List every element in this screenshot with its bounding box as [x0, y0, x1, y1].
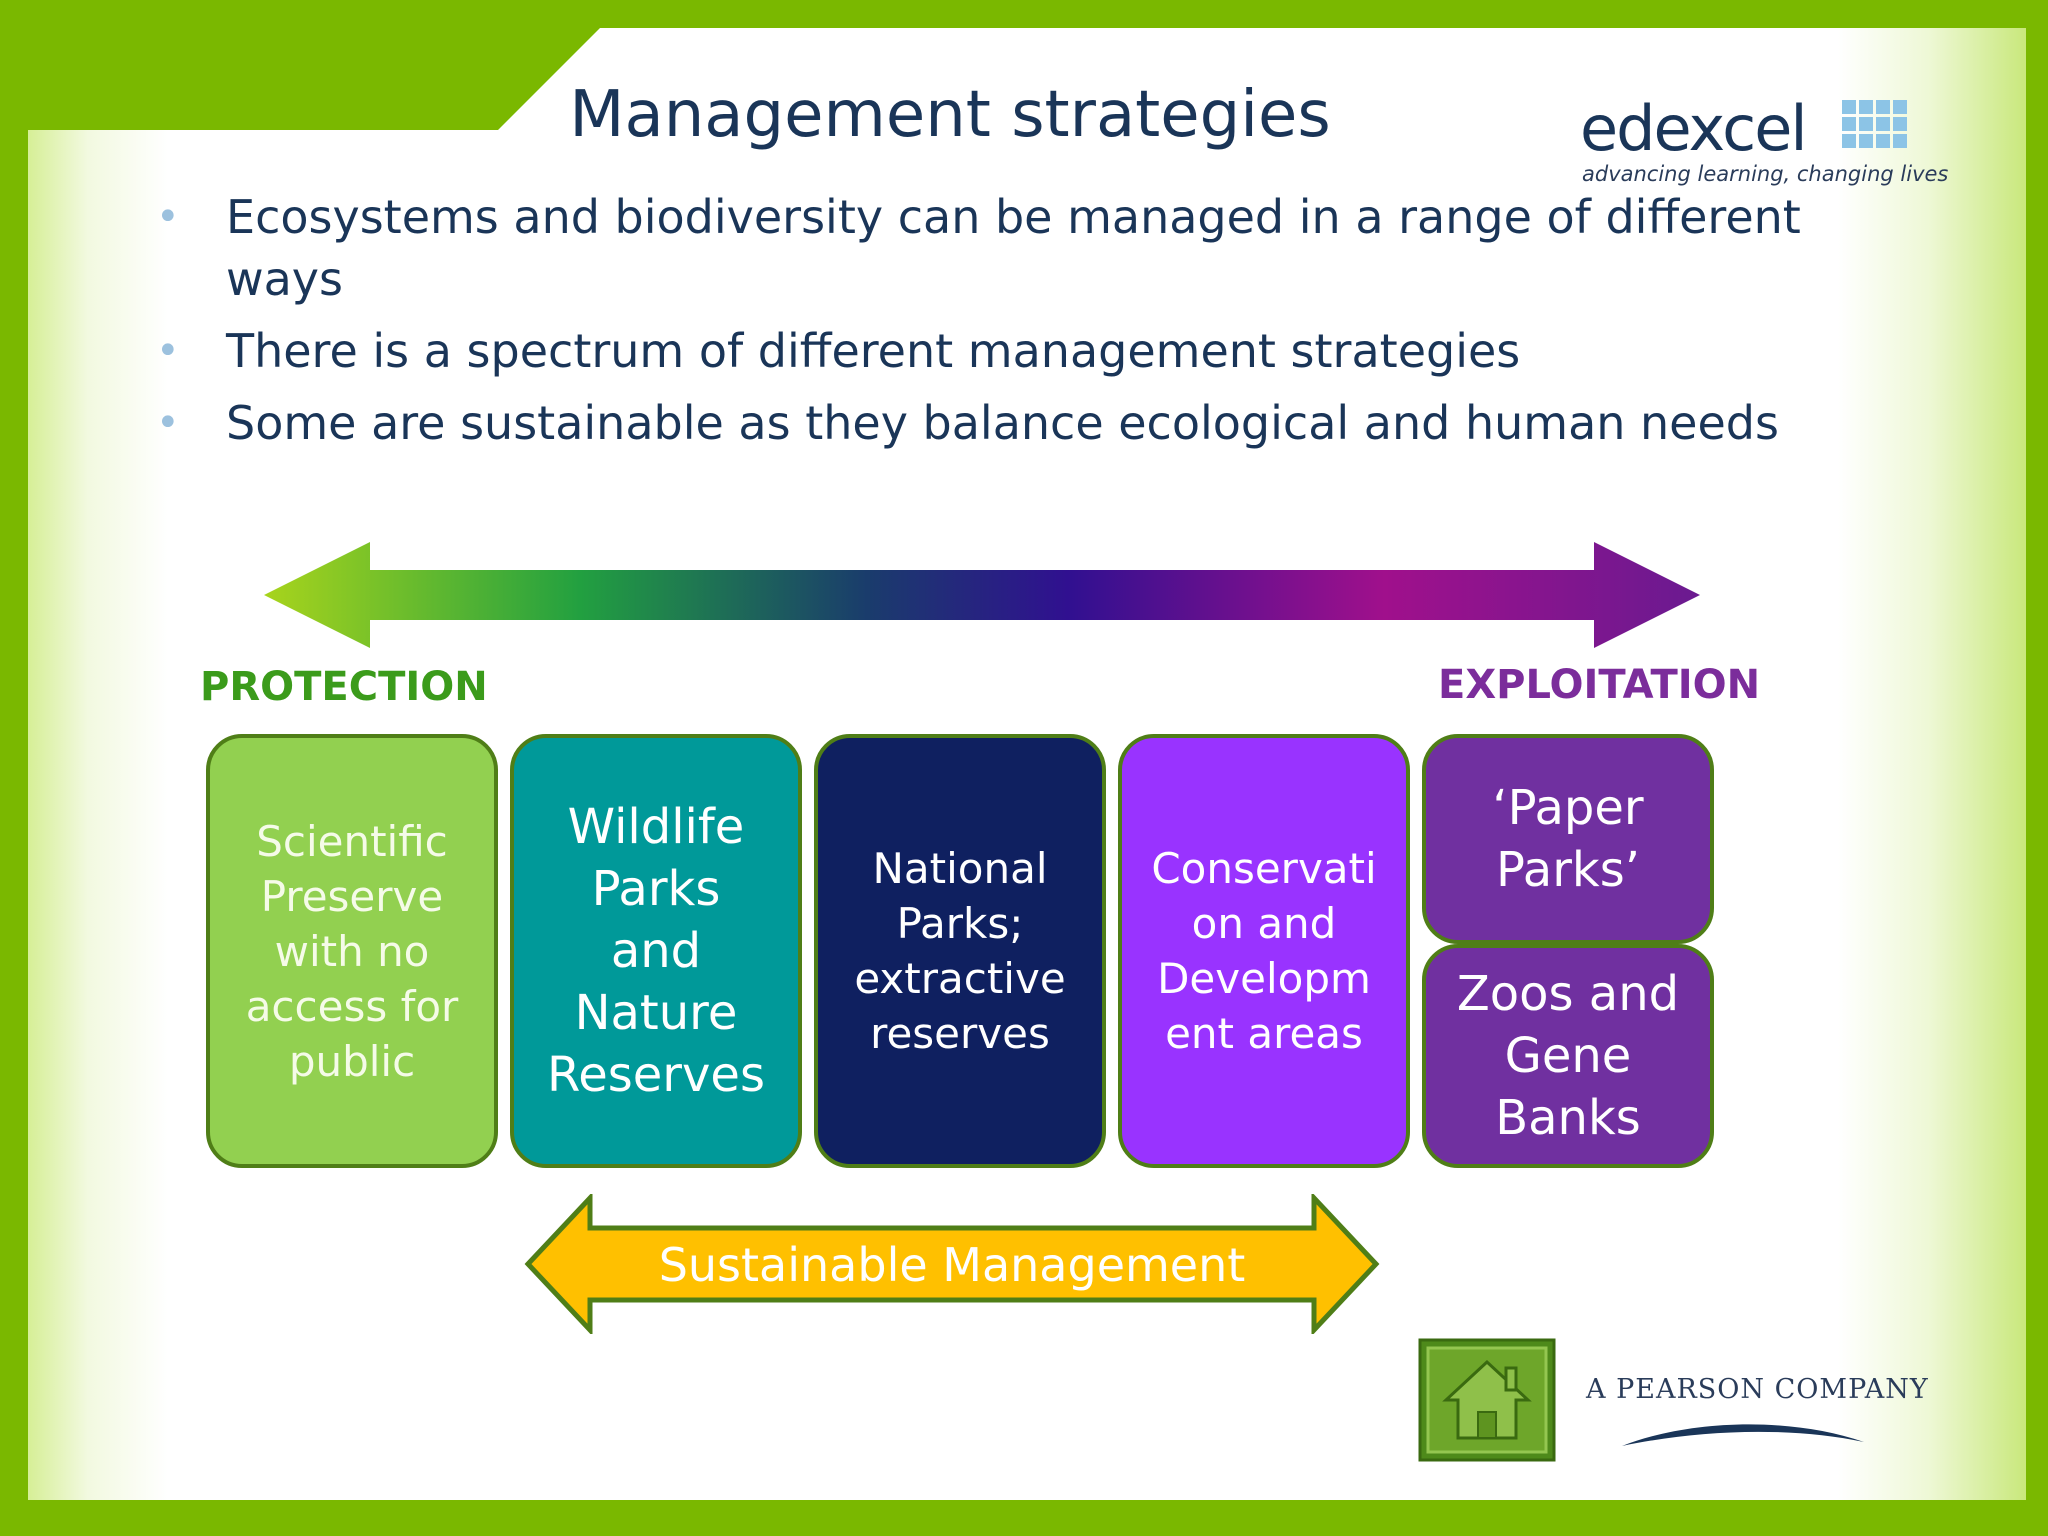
protection-label: PROTECTION — [200, 664, 488, 710]
bullet-text: Some are sustainable as they balance eco… — [226, 396, 1779, 450]
logo-grid-icon — [1842, 100, 1908, 160]
exploitation-label: EXPLOITATION — [1438, 662, 1761, 708]
spectrum-double-arrow — [264, 542, 1700, 648]
strategy-box-wildlife-parks: Wildlife Parks and Nature Reserves — [510, 734, 802, 1168]
sustainable-management-label: Sustainable Management — [658, 1238, 1246, 1292]
bullet-dot-icon: • — [156, 194, 180, 240]
bullet-item: • Some are sustainable as they balance ec… — [150, 392, 1850, 454]
bullet-text: Ecosystems and biodiversity can be manag… — [226, 190, 1801, 306]
strategy-box-scientific-preserve: Scientific Preserve with no access for p… — [206, 734, 498, 1168]
bullet-dot-icon: • — [156, 328, 180, 374]
bullet-item: • There is a spectrum of different manage… — [150, 320, 1850, 382]
slide-title: Management strategies — [569, 78, 1331, 152]
slide-frame-bottom — [0, 1500, 2048, 1536]
logo-wordmark: edexcel — [1580, 92, 1808, 165]
bullet-text: There is a spectrum of different managem… — [226, 324, 1521, 378]
slide-frame-right — [2026, 0, 2048, 1536]
edexcel-logo: edexcel advancing learning, changing liv… — [1580, 92, 1948, 192]
bullet-dot-icon: • — [156, 400, 180, 446]
bullet-item: • Ecosystems and biodiversity can be mana… — [150, 186, 1850, 310]
pearson-swoosh-icon — [1622, 1424, 1864, 1446]
pearson-company-label: A PEARSON COMPANY — [1586, 1374, 1929, 1405]
sustainable-management-arrow — [524, 1194, 1380, 1334]
logo-tagline: advancing learning, changing lives — [1582, 162, 1949, 186]
strategy-box-conservation-development: Conservati on and Developm ent areas — [1118, 734, 1410, 1168]
home-icon[interactable] — [1418, 1338, 1556, 1462]
bullet-list: • Ecosystems and biodiversity can be mana… — [150, 186, 1850, 464]
slide-frame-left — [0, 0, 28, 1536]
strategy-box-zoos-gene-banks: Zoos and Gene Banks — [1422, 944, 1714, 1168]
strategy-box-national-parks: National Parks; extractive reserves — [814, 734, 1106, 1168]
strategy-box-paper-parks: ‘Paper Parks’ — [1422, 734, 1714, 944]
